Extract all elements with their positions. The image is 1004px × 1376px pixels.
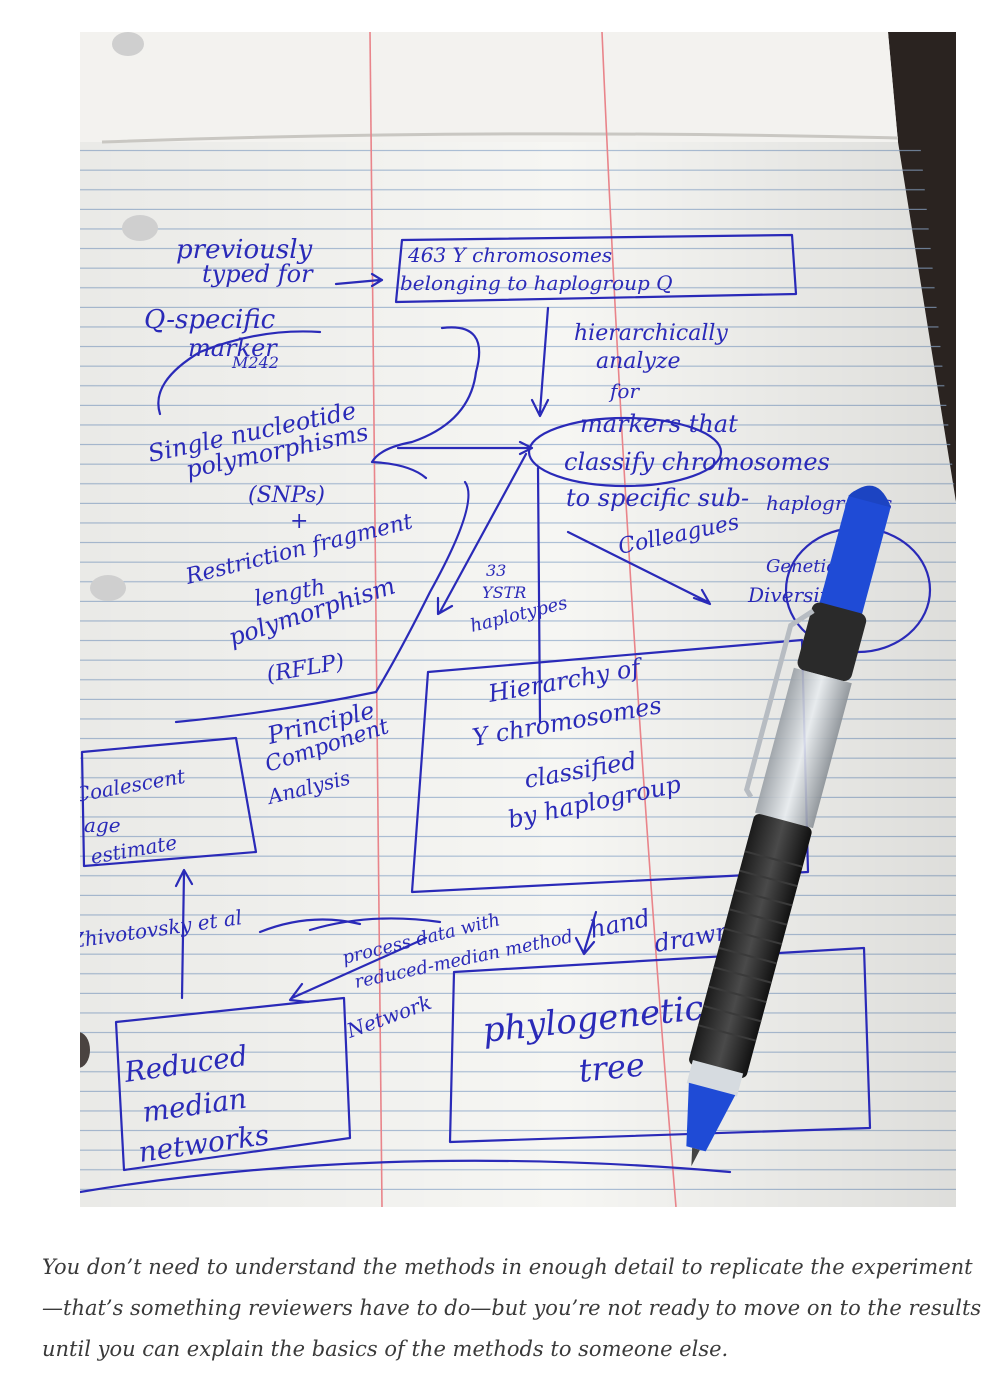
note-text: YSTR: [482, 583, 526, 602]
note-text: age: [84, 813, 121, 837]
note-text: analyze: [596, 349, 680, 374]
binder-hole: [80, 1032, 90, 1068]
note-text: classify chromosomes: [564, 448, 830, 476]
note-text: typed for: [202, 260, 314, 288]
note-text: (SNPs): [248, 483, 325, 508]
note-text: markers that: [580, 410, 738, 438]
note-text: +: [290, 509, 308, 534]
binder-hole: [112, 32, 144, 56]
note-text: tree: [577, 1045, 647, 1090]
handwritten-diagram: [80, 233, 932, 1194]
note-text: for: [608, 379, 640, 403]
note-text: hierarchically: [574, 321, 728, 346]
note-text: M242: [231, 353, 279, 372]
figure-caption: You don’t need to understand the methods…: [42, 1255, 982, 1361]
note-text: previously: [176, 235, 313, 265]
notebook-photo: previously typed for Q-specific marker M…: [80, 32, 956, 1207]
note-text: Q-specific: [144, 305, 276, 335]
note-text: belonging to haplogroup Q: [400, 271, 673, 295]
binder-hole: [90, 575, 126, 601]
ballpoint-pen: [686, 485, 891, 1167]
note-text: 33: [486, 561, 506, 580]
binder-hole: [122, 215, 158, 241]
note-text: to specific sub-: [566, 484, 749, 512]
note-text: marker: [188, 334, 278, 362]
note-text: Genetic: [766, 556, 836, 577]
note-text: 463 Y chromosomes: [407, 243, 612, 267]
